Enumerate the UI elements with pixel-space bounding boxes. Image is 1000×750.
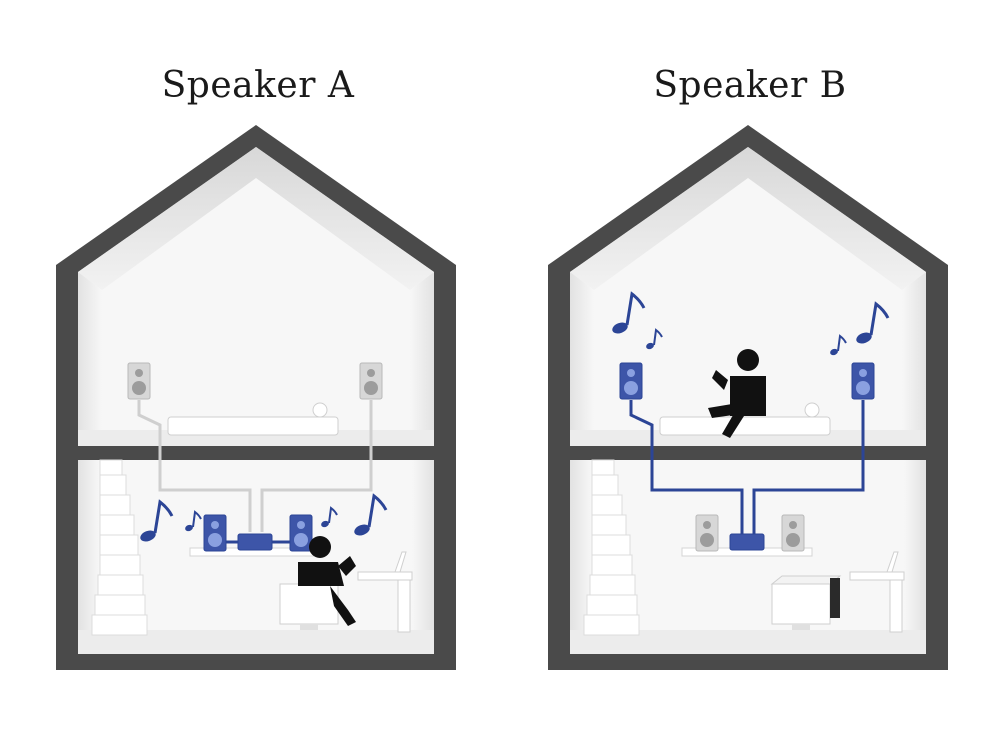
panel-speaker-b: Speaker B xyxy=(548,65,948,670)
tv-console-a xyxy=(167,402,339,436)
lower-speaker-right-b xyxy=(781,514,805,552)
music-note-icon xyxy=(646,328,663,350)
inactive-wiring-a xyxy=(137,400,373,532)
tv-console-b xyxy=(659,402,831,436)
attic-shading-a xyxy=(78,147,434,290)
person-a xyxy=(298,536,356,626)
upper-floor-surface-b xyxy=(570,430,926,446)
panel-title-b: Speaker B xyxy=(653,65,846,106)
lower-speaker-right-a xyxy=(289,514,313,552)
middle-floor-slab-b xyxy=(570,446,926,460)
music-note-icon xyxy=(140,499,174,542)
upper-speaker-left-a xyxy=(127,362,151,400)
music-note-icon xyxy=(830,334,847,356)
music-note-icon xyxy=(185,510,202,532)
amplifier-b xyxy=(729,533,765,551)
lower-speaker-left-a xyxy=(203,514,227,552)
staircase-a xyxy=(91,459,148,636)
music-note-icon xyxy=(612,291,646,334)
upper-left-wall-a xyxy=(78,272,102,445)
attic-shading-b xyxy=(570,147,926,290)
lower-right-wall-a xyxy=(412,460,434,654)
upper-floor-surface-a xyxy=(78,430,434,446)
music-note-icon xyxy=(856,301,890,344)
active-wiring-b xyxy=(629,400,865,536)
console-knob-a xyxy=(312,402,328,418)
amplifier-a xyxy=(237,533,273,551)
music-note-icon xyxy=(354,493,388,536)
lower-speaker-left-b xyxy=(695,514,719,552)
upper-left-wall-b xyxy=(570,272,594,445)
person-b xyxy=(708,349,766,438)
upper-right-wall-b xyxy=(902,272,926,445)
armchair-a xyxy=(279,583,339,630)
upper-speaker-left-b xyxy=(619,362,643,400)
upper-speaker-right-a xyxy=(359,362,383,400)
staircase-b xyxy=(583,459,640,636)
music-note-icon xyxy=(321,506,338,528)
desk-a xyxy=(357,551,413,633)
armchair-b xyxy=(770,575,842,630)
desk-b xyxy=(849,551,905,633)
house-interior-a xyxy=(78,147,434,654)
middle-floor-slab-a xyxy=(78,446,434,460)
upper-right-wall-a xyxy=(410,272,434,445)
panel-speaker-a: Speaker A xyxy=(56,65,456,670)
upper-speaker-right-b xyxy=(851,362,875,400)
music-notes-a xyxy=(140,493,388,542)
lower-right-wall-b xyxy=(904,460,926,654)
panel-title-a: Speaker A xyxy=(162,65,355,106)
music-notes-b xyxy=(612,291,890,356)
